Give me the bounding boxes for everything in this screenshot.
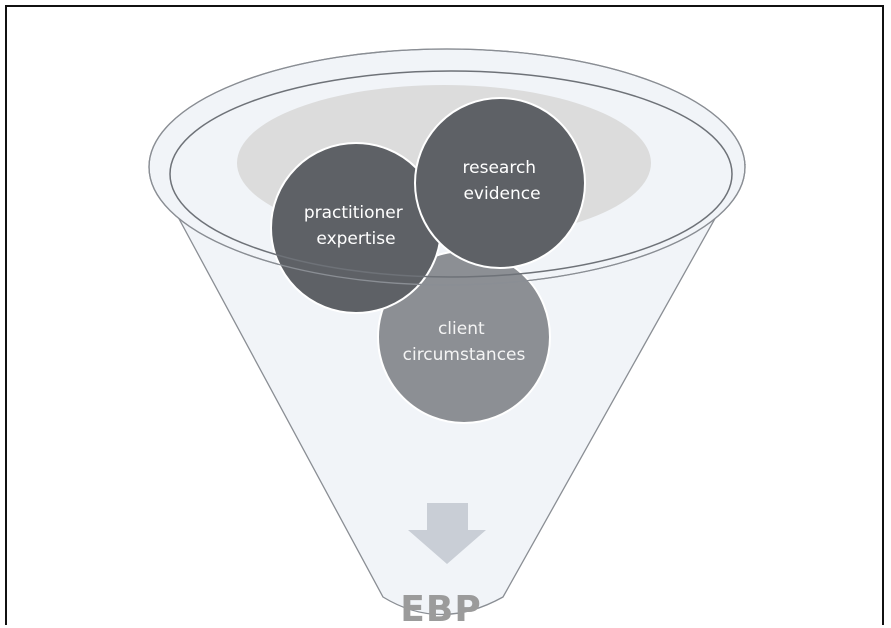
practitioner-label-line-1: practitioner xyxy=(304,203,403,223)
funnel-outer-rim-stroke xyxy=(148,48,746,286)
research-label-line-1: research xyxy=(463,158,537,178)
client-label-line-2: circumstances xyxy=(403,345,526,365)
practitioner-label: practitioner expertise xyxy=(304,203,408,249)
down-arrow-icon xyxy=(408,503,486,564)
diagram-frame: practitioner expertise research evidence… xyxy=(5,5,884,625)
practitioner-label-line-2: expertise xyxy=(316,229,395,249)
ebp-funnel-diagram: practitioner expertise research evidence… xyxy=(148,48,747,625)
output-label-ebp: EBP xyxy=(400,589,481,625)
research-label: research evidence xyxy=(463,158,542,204)
research-label-line-2: evidence xyxy=(463,184,540,204)
client-label-line-1: client xyxy=(438,319,485,339)
funnel-inner-rim xyxy=(169,70,733,278)
client-label: client circumstances xyxy=(403,319,526,365)
research-circle xyxy=(414,97,586,269)
